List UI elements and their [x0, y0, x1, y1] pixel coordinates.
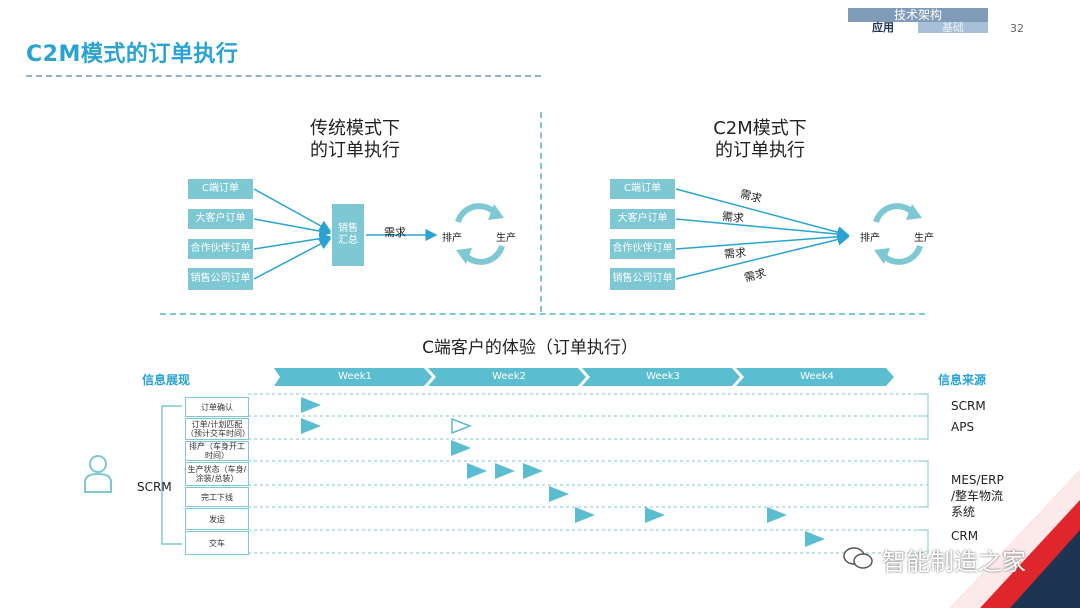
step-shipping: 发运: [185, 508, 249, 530]
c2m-schedule-label: 排产: [860, 233, 880, 244]
section-tag-foundation: 基础: [918, 22, 988, 33]
source-scrm: SCRM: [951, 399, 986, 413]
traditional-production-label: 生产: [496, 233, 516, 244]
c2m-order-key-account: 大客户订单: [610, 209, 675, 229]
source-system: 系统: [951, 505, 976, 519]
section-tag-top: 技术架构: [848, 8, 988, 22]
traditional-arrows: [253, 188, 438, 280]
source-crm: CRM: [951, 529, 979, 543]
traditional-title-line1: 传统模式下: [310, 118, 400, 139]
traditional-order-c: C端订单: [188, 179, 253, 199]
step-order-plan-match: 订单/计划匹配（预计交车时间）: [185, 418, 250, 440]
info-display-header: 信息展现: [142, 373, 191, 387]
traditional-demand-label: 需求: [384, 226, 406, 239]
step-order-confirm: 订单确认: [185, 397, 249, 417]
page-number: 32: [1010, 22, 1024, 35]
traditional-title-line2: 的订单执行: [310, 140, 400, 161]
traditional-order-partner: 合作伙伴订单: [188, 239, 253, 259]
week-4-label: Week4: [800, 371, 834, 382]
traditional-order-sales-company: 销售公司订单: [188, 268, 253, 290]
section-divider-horizontal: [160, 313, 925, 315]
scrm-side-label: SCRM: [137, 480, 172, 494]
c2m-title-line2: 的订单执行: [715, 140, 805, 161]
info-source-header: 信息来源: [938, 373, 987, 387]
user-icon: [84, 455, 112, 493]
scrm-bracket: [161, 405, 182, 545]
source-aps: APS: [951, 420, 975, 434]
step-delivery: 交车: [185, 531, 249, 555]
title-divider: [26, 75, 541, 77]
section-tag-application: 应用: [848, 22, 918, 33]
timeline-rows: [248, 393, 929, 554]
c2m-production-label: 生产: [914, 233, 934, 244]
c2m-cycle-icon: [873, 203, 923, 265]
step-scheduling: 排产（车身开工时间）: [185, 441, 249, 461]
week-chevron-bar: [274, 368, 894, 386]
wechat-icon: [843, 547, 873, 569]
c2m-title-line1: C2M模式下: [713, 118, 807, 139]
timeline-markers: [301, 397, 825, 547]
page-title: C2M模式的订单执行: [26, 42, 239, 67]
week-2-label: Week2: [492, 371, 526, 382]
timeline-title: C端客户的体验（订单执行）: [422, 338, 638, 358]
c2m-demand-label-2: 需求: [721, 210, 745, 225]
week-1-label: Week1: [338, 371, 372, 382]
corner-decoration: [950, 470, 1080, 608]
traditional-cycle-icon: [455, 203, 505, 265]
section-divider-vertical: [540, 112, 542, 312]
c2m-demand-label-3: 需求: [723, 246, 747, 261]
traditional-schedule-label: 排产: [442, 233, 462, 244]
step-completion: 完工下线: [185, 487, 249, 507]
traditional-order-key-account: 大客户订单: [188, 209, 253, 229]
c2m-order-c: C端订单: [610, 179, 675, 199]
source-mes-erp: MES/ERP: [951, 473, 1004, 487]
step-production-status: 生产状态（车身/涂装/总装）: [185, 462, 249, 486]
watermark-text: 智能制造之家: [882, 548, 1026, 576]
week-3-label: Week3: [646, 371, 680, 382]
source-logistics: /整车物流: [951, 489, 1004, 503]
c2m-order-sales-company: 销售公司订单: [610, 268, 675, 290]
c2m-arrows: [675, 188, 850, 280]
c2m-order-partner: 合作伙伴订单: [610, 239, 675, 259]
sales-summary-box: 销售汇总: [332, 204, 364, 266]
